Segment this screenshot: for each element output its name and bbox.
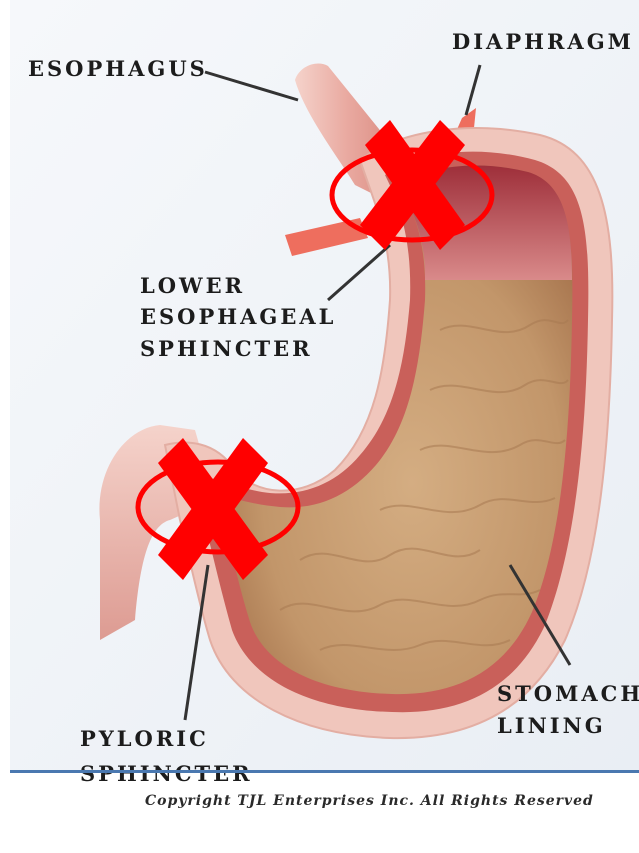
copyright-text: Copyright TJL Enterprises Inc. All Right… [145,793,594,809]
label-les-line-2: ESOPHAGEAL [140,303,336,331]
label-esophagus: ESOPHAGUS [28,55,208,83]
label-diaphragm: DIAPHRAGM [452,28,634,56]
footer-divider [10,770,639,773]
label-pyloric-line-1: PYLORIC [80,725,209,753]
label-pyloric-line-2: SPHINCTER [80,760,253,788]
label-stomach-line-2: LINING [497,712,606,740]
label-stomach-line-1: STOMACH [497,680,639,708]
label-les-line-1: LOWER [140,272,245,300]
label-les-line-3: SPHINCTER [140,335,313,363]
